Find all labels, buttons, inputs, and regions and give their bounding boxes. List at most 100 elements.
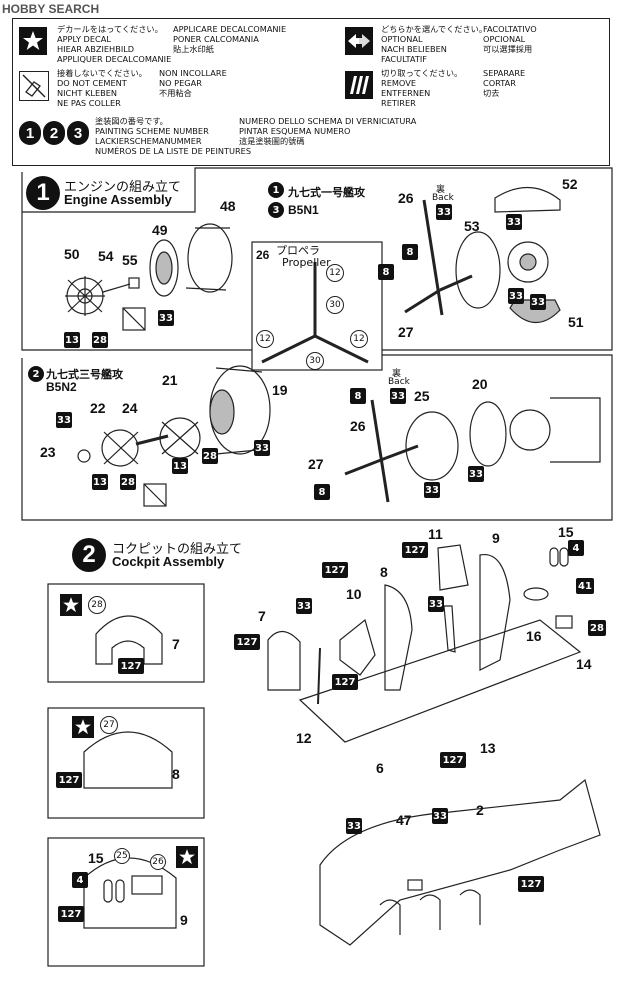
color-13-a: 13 bbox=[64, 332, 80, 348]
variant-a-tag2: 3 bbox=[268, 202, 284, 218]
step1-number: 1 bbox=[26, 176, 60, 210]
scheme-en: PAINTING SCHEME NUMBER bbox=[95, 126, 209, 136]
color-33-m: 33 bbox=[346, 818, 362, 834]
decal-en: APPLY DECAL bbox=[57, 34, 111, 44]
remove-de: ENTFERNEN bbox=[381, 88, 431, 98]
optional-de: NACH BELIEBEN bbox=[381, 44, 447, 54]
remove-ja: 切り取ってください。 bbox=[381, 68, 463, 78]
scheme-it: NUMERO DELLO SCHEMA DI VERNICIATURA bbox=[239, 116, 417, 126]
color-33-a: 33 bbox=[158, 310, 174, 326]
decal-it: APPLICARE DECALCOMANIE bbox=[173, 24, 287, 34]
color-33-b: 33 bbox=[436, 204, 452, 220]
part-13: 13 bbox=[480, 740, 496, 756]
detail-a-decal-icon bbox=[60, 594, 82, 616]
part-10: 10 bbox=[346, 586, 362, 602]
remove-fr: RETIRER bbox=[381, 98, 416, 108]
propeller-ja: プロペラ bbox=[276, 244, 320, 257]
decal-de: HIEAR ABZIEHBILD bbox=[57, 44, 135, 54]
scheme-digit-1: 1 bbox=[19, 121, 41, 145]
color-41: 41 bbox=[576, 578, 594, 594]
detail-c-color4: 4 bbox=[72, 872, 88, 888]
remove-it: SEPARARE bbox=[483, 68, 526, 78]
detail-c-color127: 127 bbox=[58, 906, 84, 922]
optional-arrows-icon bbox=[345, 27, 373, 55]
detail-b-color2: 127 bbox=[56, 772, 82, 788]
color-28-a: 28 bbox=[92, 332, 108, 348]
optional-fr: FACULTATIF bbox=[381, 54, 428, 64]
color-33-i: 33 bbox=[424, 482, 440, 498]
color-8-b: 8 bbox=[378, 264, 394, 280]
back-en-top: Back bbox=[432, 193, 454, 203]
color-33-f: 33 bbox=[56, 412, 72, 428]
detail-a-color: 28 bbox=[88, 596, 106, 614]
detail-c-part9: 9 bbox=[180, 912, 188, 928]
detail-b-part: 8 bbox=[172, 766, 180, 782]
no-cement-ja: 接着しないでください。 bbox=[57, 68, 147, 78]
color-33-e: 33 bbox=[530, 294, 546, 310]
optional-it: FACOLTATIVO bbox=[483, 24, 537, 34]
legend-box: デカールをはってください。 APPLY DECAL HIEAR ABZIEHBI… bbox=[12, 18, 610, 166]
detail-b-color: 27 bbox=[100, 716, 118, 734]
detail-c-color26: 26 bbox=[150, 854, 166, 870]
no-cement-icon bbox=[19, 71, 49, 101]
detail-c-color25: 25 bbox=[114, 848, 130, 864]
part-52: 52 bbox=[562, 176, 578, 192]
part-6: 6 bbox=[376, 760, 384, 776]
variant-a-tag: 1 bbox=[268, 182, 284, 198]
color-33-h: 33 bbox=[390, 388, 406, 404]
color-callout-12: 12 bbox=[326, 264, 344, 282]
no-cement-en: DO NOT CEMENT bbox=[57, 78, 127, 88]
detail-c-part15: 15 bbox=[88, 850, 104, 866]
back-ja-top: 裏 bbox=[436, 185, 446, 195]
detail-a-part: 7 bbox=[172, 636, 180, 652]
part-15: 15 bbox=[558, 524, 574, 540]
color-28-c: 28 bbox=[202, 448, 218, 464]
optional-en: OPTIONAL bbox=[381, 34, 423, 44]
color-33-n: 33 bbox=[432, 808, 448, 824]
color-127-e: 127 bbox=[440, 752, 466, 768]
decal-es: PONER CALCOMANIA bbox=[173, 34, 259, 44]
scheme-zh: 這是塗裝圖的號碼 bbox=[239, 136, 305, 146]
part-24: 24 bbox=[122, 400, 138, 416]
no-cement-it: NON INCOLLARE bbox=[159, 68, 227, 78]
part-23: 23 bbox=[40, 444, 56, 460]
remove-zh: 切去 bbox=[483, 88, 500, 98]
part-25: 25 bbox=[414, 388, 430, 404]
remove-en: REMOVE bbox=[381, 78, 417, 88]
scheme-digit-2: 2 bbox=[43, 121, 65, 145]
variant-b-name: 九七式三号艦攻 bbox=[46, 368, 123, 381]
part-55: 55 bbox=[122, 252, 138, 268]
optional-es: OPCIONAL bbox=[483, 34, 526, 44]
no-cement-fr: NE PAS COLLER bbox=[57, 98, 121, 108]
part-20: 20 bbox=[472, 376, 488, 392]
propeller-part-number: 26 bbox=[256, 248, 270, 262]
color-callout-12c: 12 bbox=[350, 330, 368, 348]
color-8-c: 8 bbox=[350, 388, 366, 404]
variant-a-name: 九七式一号艦攻 bbox=[288, 186, 365, 199]
no-cement-zh: 不用粘合 bbox=[159, 88, 192, 98]
color-33-k: 33 bbox=[296, 598, 312, 614]
color-8-a: 8 bbox=[402, 244, 418, 260]
step2-title-ja: コクピットの組み立て bbox=[112, 542, 243, 557]
back-en-bottom: Back bbox=[388, 377, 410, 387]
watermark: HOBBY SEARCH bbox=[2, 2, 100, 16]
scheme-es: PINTAR ESQUEMA NUMERO bbox=[239, 126, 351, 136]
color-127-c: 127 bbox=[234, 634, 260, 650]
no-cement-es: NO PEGAR bbox=[159, 78, 202, 88]
color-33-c: 33 bbox=[506, 214, 522, 230]
decal-star-icon bbox=[19, 27, 47, 55]
color-127-a: 127 bbox=[402, 542, 428, 558]
part-50: 50 bbox=[64, 246, 80, 262]
color-33-d: 33 bbox=[508, 288, 524, 304]
detail-a-color2: 127 bbox=[118, 658, 144, 674]
color-13-b: 13 bbox=[92, 474, 108, 490]
color-callout-30: 30 bbox=[326, 296, 344, 314]
back-ja-bottom: 裏 bbox=[392, 369, 402, 379]
remove-cut-icon bbox=[345, 71, 373, 99]
part-49: 49 bbox=[152, 222, 168, 238]
propeller-en: Propeller bbox=[282, 256, 331, 269]
variant-b-tag: 2 bbox=[28, 366, 44, 382]
color-127-b: 127 bbox=[322, 562, 348, 578]
color-callout-12b: 12 bbox=[256, 330, 274, 348]
